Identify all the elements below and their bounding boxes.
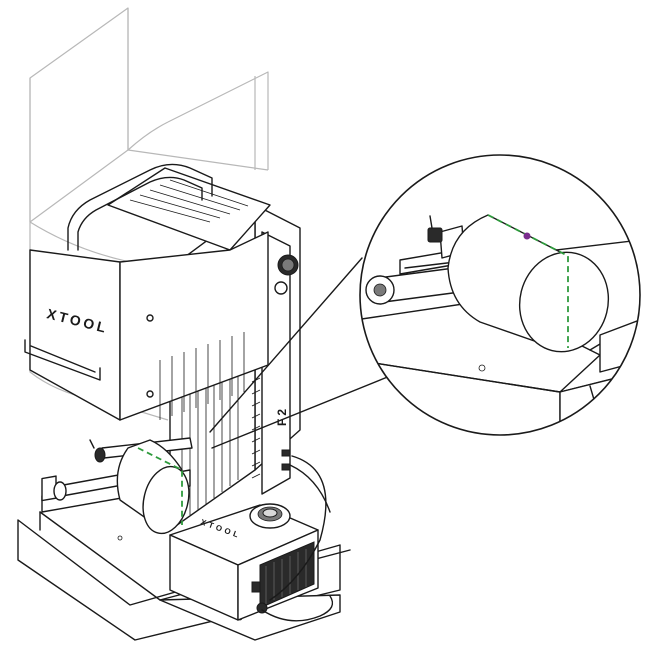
- head-fins: [159, 332, 245, 420]
- port-lower: [281, 463, 291, 471]
- screw-lower: [146, 390, 154, 398]
- connector-icon: [256, 602, 268, 614]
- laser-head: XTOOL: [24, 163, 299, 421]
- column-fins: [181, 360, 239, 520]
- rotary-motor-module: XTOOL: [169, 455, 334, 622]
- signal-cable: [269, 455, 327, 601]
- port-upper: [281, 449, 291, 457]
- emergency-button-icon: [274, 281, 288, 295]
- callout-pointer: [209, 257, 401, 449]
- screw-upper: [146, 314, 154, 322]
- front-grip: [24, 339, 101, 381]
- power-cable: [289, 464, 331, 513]
- top-vents: [129, 179, 249, 223]
- engraving-guide-detail: [487, 214, 569, 348]
- module-grille: [259, 541, 315, 609]
- detail-magnifier: [359, 154, 641, 436]
- usb-port-icon: [251, 581, 261, 593]
- engraving-guide-small: [137, 447, 183, 525]
- carry-handle: [67, 163, 213, 251]
- workpiece-cylinder: [116, 439, 190, 535]
- safety-enclosure: [29, 7, 269, 421]
- laser-focus-marker: [523, 232, 531, 240]
- column-label: F2: [275, 406, 289, 426]
